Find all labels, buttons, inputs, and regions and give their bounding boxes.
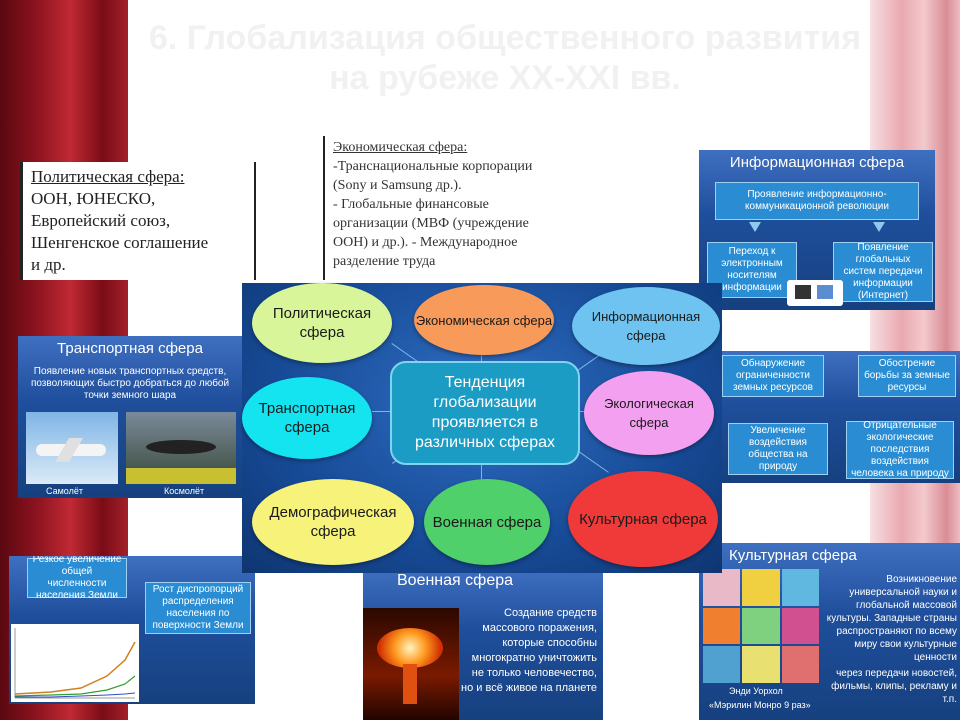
economic-sphere-node: Экономическая сфера bbox=[414, 285, 554, 355]
economic-sphere-box: Экономическая сфера: -Транснациональные … bbox=[323, 136, 609, 280]
economic-line: (Sony и Samsung др.). bbox=[333, 178, 462, 193]
globalization-diagram: Политическая сфера Экономическая сфера И… bbox=[242, 283, 722, 573]
warhol-caption-title: «Мэрилин Монро 9 раз» bbox=[709, 700, 811, 710]
transport-sphere-node: Транспортная сфера bbox=[242, 377, 372, 459]
demographic-sphere-node: Демографическая сфера bbox=[252, 479, 414, 565]
information-sphere-label: Информационная сфера bbox=[591, 309, 701, 343]
ecology-box: Обострение борьбы за земные ресурсы bbox=[858, 355, 956, 397]
computer-icon bbox=[787, 280, 843, 306]
military-sphere-node: Военная сфера bbox=[424, 479, 550, 565]
transport-text: Появление новых транспортных средств, по… bbox=[30, 366, 230, 401]
spaceplane-caption: Космолёт bbox=[164, 486, 205, 496]
culture-text-2: через передачи новостей, фильмы, клипы, … bbox=[831, 668, 957, 705]
cultural-sphere-node: Культурная сфера bbox=[568, 471, 718, 567]
political-line: ООН, ЮНЕСКО, bbox=[31, 189, 156, 208]
economic-line: - Глобальные финансовые bbox=[333, 197, 489, 212]
political-line: Европейский союз, bbox=[31, 211, 171, 230]
political-line: и др. bbox=[31, 255, 66, 274]
ecological-sphere-node: Экологическая сфера bbox=[584, 371, 714, 455]
airplane-caption: Самолёт bbox=[46, 486, 83, 496]
cultural-sphere-label: Культурная сфера bbox=[579, 510, 707, 528]
demographic-box: Резкое увеличение общей численности насе… bbox=[27, 556, 127, 601]
ecological-sphere-label: Экологическая сфера bbox=[604, 396, 694, 430]
info-box-top: Проявление информационно-коммуникационно… bbox=[715, 182, 919, 220]
ecology-box: Отрицательные экологические последствия … bbox=[846, 420, 954, 479]
arrow-down-icon bbox=[749, 222, 761, 232]
transport-sphere-label: Транспортная сфера bbox=[258, 400, 356, 436]
demographic-sphere-label: Демографическая сфера bbox=[269, 504, 397, 540]
nuclear-explosion-image bbox=[363, 608, 459, 720]
connector-line bbox=[575, 449, 609, 473]
culture-panel-title: Культурная сфера bbox=[729, 547, 857, 564]
population-chart-image bbox=[11, 624, 139, 702]
military-panel: Военная сфера Создание средств массового… bbox=[363, 568, 603, 720]
globalization-core: Тенденция глобализации проявляется в раз… bbox=[390, 361, 580, 465]
spaceplane-image bbox=[126, 412, 236, 484]
airplane-image bbox=[26, 412, 118, 484]
economic-sphere-label: Экономическая сфера bbox=[415, 312, 553, 328]
information-panel: Информационная сфера Проявление информац… bbox=[699, 150, 935, 310]
military-text: Создание средств массового поражения, ко… bbox=[461, 607, 597, 694]
connector-line bbox=[372, 411, 392, 412]
warhol-image bbox=[703, 569, 819, 683]
ecology-box: Обнаружение ограниченности земных ресурс… bbox=[722, 355, 824, 397]
warhol-caption: Энди Уорхол bbox=[729, 686, 783, 696]
demographic-panel: Резкое увеличение общей численности насе… bbox=[9, 556, 255, 704]
economic-title: Экономическая сфера: bbox=[333, 140, 468, 155]
information-panel-title: Информационная сфера bbox=[729, 154, 905, 171]
ecology-box: Увеличение воздействия общества на приро… bbox=[728, 423, 828, 475]
military-panel-title: Военная сфера bbox=[397, 572, 514, 589]
political-sphere-node: Политическая сфера bbox=[252, 283, 392, 363]
transport-panel-title: Транспортная сфера bbox=[57, 340, 203, 357]
information-sphere-node: Информационная сфера bbox=[572, 287, 720, 365]
slide-title: 6. Глобализация общественного развития н… bbox=[149, 19, 861, 97]
political-title: Политическая сфера: bbox=[31, 167, 185, 186]
political-sphere-box: Политическая сфера: ООН, ЮНЕСКО, Европей… bbox=[20, 162, 256, 280]
info-box-left: Переход к электронным носителям информац… bbox=[707, 242, 797, 298]
economic-line: разделение труда bbox=[333, 254, 436, 269]
population-chart-icon bbox=[14, 628, 136, 699]
ecology-panel: Обнаружение ограниченности земных ресурс… bbox=[716, 351, 960, 483]
economic-line: организации (МВФ (учреждение bbox=[333, 216, 529, 231]
transport-panel: Транспортная сфера Появление новых транс… bbox=[18, 336, 242, 498]
demographic-box: Рост диспропорций распределения населени… bbox=[145, 582, 251, 634]
political-sphere-label: Политическая сфера bbox=[272, 305, 372, 341]
political-line: Шенгенское соглашение bbox=[31, 233, 209, 252]
info-box-right: Появление глобальных систем передачи инф… bbox=[833, 242, 933, 302]
culture-text: Возникновение универсальной науки и глоб… bbox=[826, 574, 957, 663]
culture-panel: Культурная сфера Энди Уорхол «Мэрилин Мо… bbox=[699, 543, 960, 720]
economic-line: -Транснациональные корпорации bbox=[333, 159, 533, 174]
arrow-down-icon bbox=[873, 222, 885, 232]
military-sphere-label: Военная сфера bbox=[432, 513, 542, 531]
economic-line: ООН) и др.). - Международное bbox=[333, 235, 518, 250]
